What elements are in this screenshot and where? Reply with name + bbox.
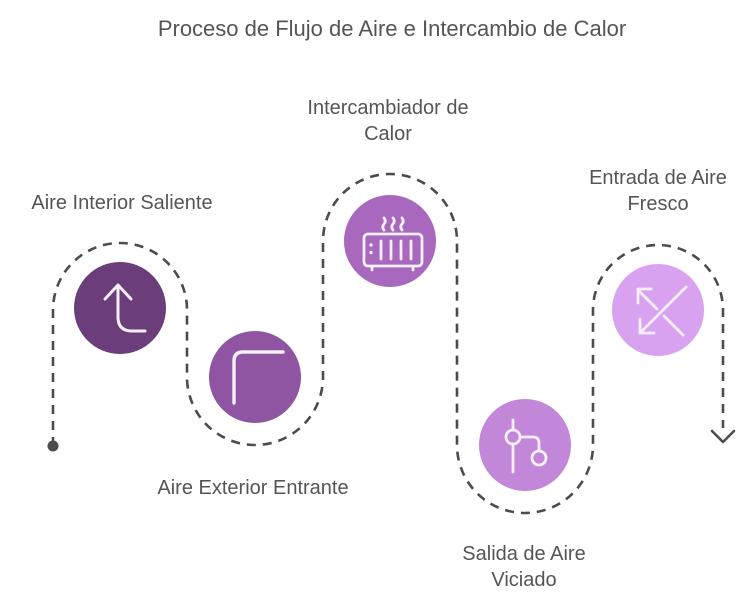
step-circle-aire-interior-saliente [74,262,166,354]
step-circle-entrada-aire-fresco [612,264,704,356]
step-label-intercambiador: Intercambiador de Calor [307,97,469,145]
step-circle-aire-exterior-entrante [209,331,301,423]
step-label-salida-aire-viciado: Salida de Aire Viciado [462,543,586,591]
step-label-aire-exterior-entrante: Aire Exterior Entrante [157,477,349,499]
path-start-dot [47,440,59,452]
heat-exchanger-icon-dots [369,243,373,255]
crossed-arrows-icon [636,285,688,337]
step-label-entrada-aire-fresco: Entrada de Aire Fresco [589,167,727,215]
flow-path [51,172,725,515]
diagram-title: Proceso de Flujo de Aire e Intercambio d… [157,16,627,41]
step-circle-salida-aire-viciado [479,399,571,491]
curved-arrow-up-icon [103,283,147,333]
branch-icon [504,418,548,474]
heat-exchanger-icon [362,216,424,272]
step-label-aire-interior-saliente: Aire Interior Saliente [31,192,213,214]
flow-path-group [47,172,736,515]
arrow-down-icon [710,429,736,444]
corner-path-icon [232,350,285,405]
